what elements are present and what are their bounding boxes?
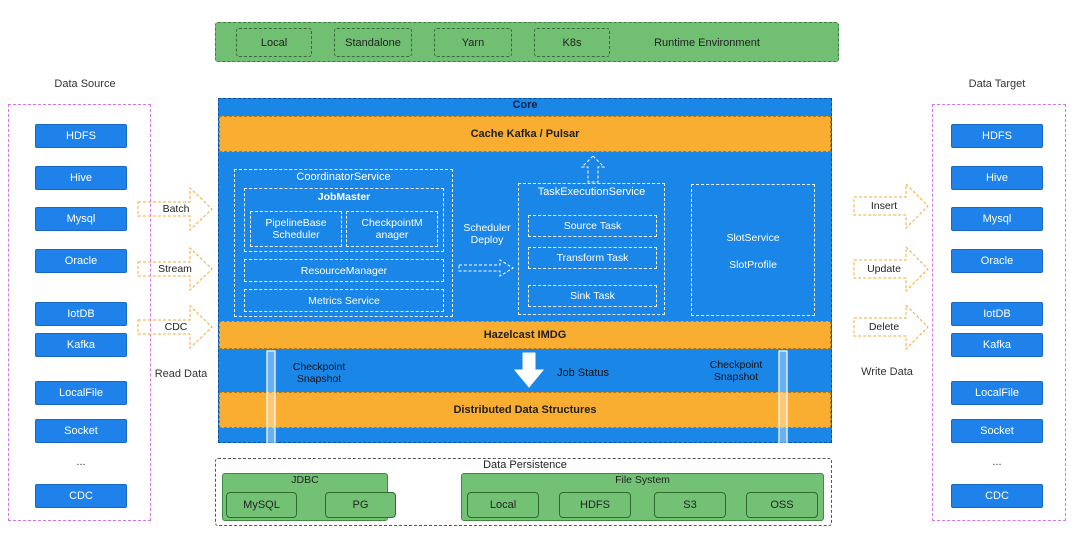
cdc-arrow-shape <box>137 304 213 350</box>
target-kafka: Kafka <box>951 333 1043 357</box>
runtime-k8s: K8s <box>534 28 610 57</box>
data-target-title: Data Target <box>968 78 1026 90</box>
source-arrows-svg <box>137 186 213 350</box>
source-kafka: Kafka <box>35 333 127 357</box>
target-cdc: CDC <box>951 484 1043 508</box>
scheduler-deploy-arrow-icon <box>458 259 514 277</box>
file-system-title: File System <box>615 474 670 486</box>
source-ellipsis: ... <box>76 456 86 468</box>
data-persistence-container <box>215 458 832 526</box>
target-mysql: Mysql <box>951 207 1043 231</box>
target-hdfs: HDFS <box>951 124 1043 148</box>
target-hive: Hive <box>951 166 1043 190</box>
insert-arrow-shape <box>853 182 929 230</box>
write-data-label: Write Data <box>861 366 913 378</box>
job-status-label: Job Status <box>557 367 609 379</box>
cdc-arrow-label: CDC <box>164 321 188 333</box>
checkpoint-manager-line2: anager <box>375 229 409 241</box>
target-iotdb: IotDB <box>951 302 1043 326</box>
runtime-environment-bar <box>215 22 839 62</box>
stream-arrow-label: Stream <box>158 263 192 275</box>
runtime-environment-label: Runtime Environment <box>654 36 760 49</box>
data-source-panel <box>8 104 151 521</box>
source-localfile: LocalFile <box>35 381 127 405</box>
pipelinebase-line2: Scheduler <box>272 229 320 241</box>
source-hdfs: HDFS <box>35 124 127 148</box>
task-execution-service-box <box>518 183 665 315</box>
batch-arrow-shape <box>137 186 213 232</box>
update-arrow-label: Update <box>867 263 901 275</box>
task-execution-service-title: TaskExecutionService <box>537 186 646 198</box>
core-container <box>218 98 832 443</box>
up-arrow-icon <box>580 155 606 183</box>
hazelcast-imdg-band: Hazelcast IMDG <box>219 321 831 349</box>
scheduler-deploy-label: Scheduler Deploy <box>452 218 522 250</box>
fs-hdfs: HDFS <box>559 492 631 518</box>
coordinator-service-box <box>234 169 453 317</box>
checkpoint-right-line1: Checkpoint <box>709 359 763 371</box>
jdbc-mysql: MySQL <box>226 492 297 518</box>
stream-arrow-shape <box>137 246 213 292</box>
batch-arrow-label: Batch <box>162 203 190 215</box>
target-socket: Socket <box>951 419 1043 443</box>
checkpoint-right-down-arrow-icon <box>771 350 795 462</box>
jobmaster-title: JobMaster <box>317 191 371 203</box>
metrics-service-box: Metrics Service <box>244 289 444 312</box>
jdbc-title: JDBC <box>291 474 319 486</box>
delete-arrow-shape <box>853 303 929 351</box>
resource-manager-box: ResourceManager <box>244 259 444 282</box>
pipelinebase-line1: PipelineBase <box>265 217 327 229</box>
checkpoint-left-down-arrow-icon <box>259 350 283 462</box>
checkpoint-snapshot-right-label: Checkpoint Snapshot <box>696 358 776 384</box>
checkpoint-manager-line1: CheckpointM <box>361 217 423 229</box>
jdbc-pg: PG <box>325 492 396 518</box>
checkpoint-left-line2: Snapshot <box>296 373 342 385</box>
target-oracle: Oracle <box>951 249 1043 273</box>
source-cdc: CDC <box>35 484 127 508</box>
fs-local: Local <box>467 492 539 518</box>
delete-arrow-label: Delete <box>868 321 900 333</box>
source-socket: Socket <box>35 419 127 443</box>
checkpoint-manager-box: CheckpointM anager <box>346 211 438 247</box>
slot-service-box <box>691 184 815 316</box>
fs-oss: OSS <box>746 492 818 518</box>
fs-s3: S3 <box>654 492 726 518</box>
coordinator-service-title: CoordinatorService <box>296 171 391 183</box>
runtime-standalone: Standalone <box>334 28 412 57</box>
source-hive: Hive <box>35 166 127 190</box>
pipelinebase-scheduler-box: PipelineBase Scheduler <box>250 211 342 247</box>
jobmaster-box <box>244 188 444 252</box>
runtime-local: Local <box>236 28 312 57</box>
distributed-data-structures-band: Distributed Data Structures <box>219 392 831 428</box>
checkpoint-right-line2: Snapshot <box>713 371 759 383</box>
insert-arrow-label: Insert <box>870 200 898 212</box>
source-oracle: Oracle <box>35 249 127 273</box>
target-ellipsis: ... <box>992 456 1002 468</box>
source-iotdb: IotDB <box>35 302 127 326</box>
job-status-arrow-icon <box>514 352 544 388</box>
data-persistence-title: Data Persistence <box>483 459 567 471</box>
checkpoint-left-line1: Checkpoint <box>292 361 346 373</box>
target-localfile: LocalFile <box>951 381 1043 405</box>
target-arrows-svg <box>853 182 929 351</box>
source-mysql: Mysql <box>35 207 127 231</box>
data-source-title: Data Source <box>54 78 116 90</box>
scheduler-deploy-line1: Scheduler <box>463 222 511 234</box>
data-target-panel <box>932 104 1066 521</box>
cache-kafka-pulsar-band: Cache Kafka / Pulsar <box>219 116 831 152</box>
runtime-yarn: Yarn <box>434 28 512 57</box>
sink-task-box: Sink Task <box>528 285 657 307</box>
update-arrow-shape <box>853 245 929 293</box>
scheduler-deploy-line2: Deploy <box>470 234 504 246</box>
slot-profile-label: SlotProfile <box>729 259 777 271</box>
checkpoint-snapshot-left-label: Checkpoint Snapshot <box>280 360 358 386</box>
slot-service-label: SlotService <box>726 232 780 244</box>
source-task-box: Source Task <box>528 215 657 237</box>
transform-task-box: Transform Task <box>528 247 657 269</box>
read-data-label: Read Data <box>154 368 208 380</box>
core-title: Core <box>512 99 538 111</box>
